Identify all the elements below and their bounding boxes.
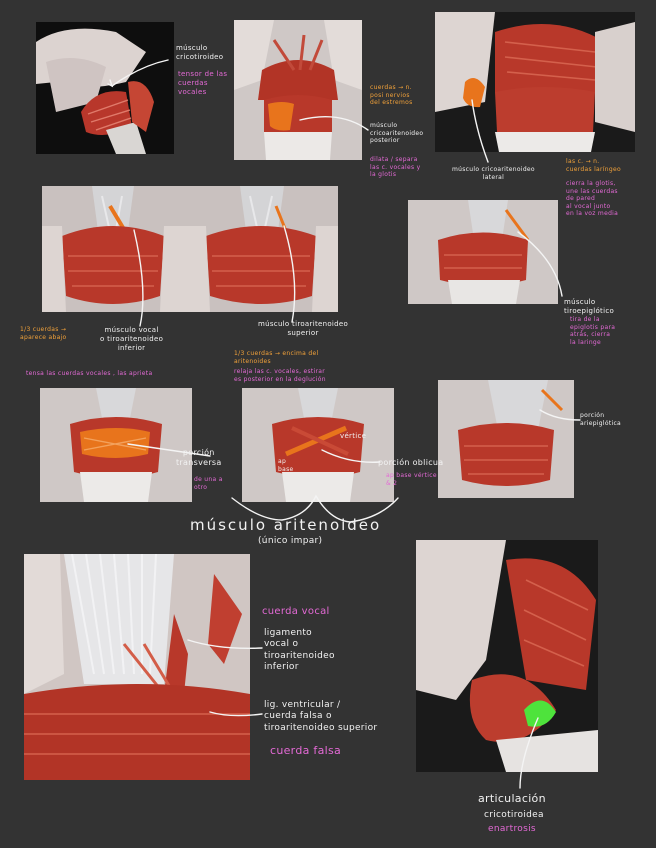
vocal-function: tensa las cuerdas vocales , las aprieta	[26, 370, 153, 377]
arytenoid-title: músculo aritenoideo	[190, 516, 382, 534]
vocal-muscle-image	[42, 186, 184, 312]
oblique-label-vertex: vértice	[340, 432, 367, 440]
lateral-cricoarytenoid-image	[435, 12, 635, 152]
posterior-title: músculo cricoaritenoideo posterior	[370, 122, 424, 144]
posterior-function: dilata / separa las c. vocales y la glot…	[370, 156, 421, 178]
oblique-title: porción oblicua	[378, 458, 444, 467]
posterior-nerve-note: cuerdas → n. posi nervios del estremos	[370, 84, 413, 106]
oblique-portion-image	[242, 388, 394, 502]
joint-title: articulación	[478, 792, 546, 805]
superior-nerve-note: 1/3 cuerdas → encima del aritenoides	[234, 350, 319, 365]
vocal-ligament-label: ligamento vocal o tiroaritenoideo inferi…	[264, 628, 335, 672]
cricothyroid-function: tensor de las cuerdas vocales	[178, 70, 228, 96]
joint-subtitle: cricotiroidea	[484, 810, 544, 820]
thyroepiglottic-image	[408, 200, 558, 304]
epiglottic-function: tira de la epiglotis para atrás, cierra …	[570, 316, 616, 346]
cricothyroid-image	[36, 22, 174, 154]
vocal-nerve-note: 1/3 cuerdas → aparece abajo	[20, 326, 67, 341]
oblique-note: ap base vértice & 2	[386, 472, 437, 487]
lateral-title: músculo cricoaritenoideo lateral	[452, 166, 535, 181]
false-cord-label: cuerda falsa	[270, 744, 342, 757]
arytenoid-subtitle: (único impar)	[258, 536, 323, 546]
transverse-portion-image	[40, 388, 192, 502]
superior-function: relaja las c. vocales, estirar es poster…	[234, 368, 326, 383]
superior-thyroarytenoid-image	[184, 186, 338, 312]
aryepiglottic-title: porción ariepiglótica	[580, 412, 622, 427]
vocal-cord-image	[24, 554, 250, 780]
joint-type: enartrosis	[488, 824, 536, 834]
lateral-nerve-note: las c. → n. cuerdas laríngeo	[566, 158, 621, 173]
transverse-note: de una a otro	[194, 476, 223, 491]
superior-title: músculo tiroaritenoideo superior	[258, 320, 349, 337]
posterior-cricoarytenoid-image	[234, 20, 362, 160]
vocal-cord-label: cuerda vocal	[262, 606, 330, 617]
ventricular-ligament-label: lig. ventricular / cuerda falsa o tiroar…	[264, 700, 378, 733]
oblique-label-base: ap base	[278, 458, 294, 473]
epiglottic-title: músculo tiroepiglótico	[564, 298, 615, 315]
aryepiglottic-portion-image	[438, 380, 574, 498]
lateral-function: cierra la glotis, une las cuerdas de par…	[566, 180, 619, 217]
cricothyroid-joint-image	[416, 540, 598, 772]
vocal-title: músculo vocal o tiroaritenoideo inferior	[100, 326, 164, 352]
transverse-title: porción transversa	[176, 448, 222, 467]
cricothyroid-title: músculo cricotiroideo	[176, 44, 224, 61]
